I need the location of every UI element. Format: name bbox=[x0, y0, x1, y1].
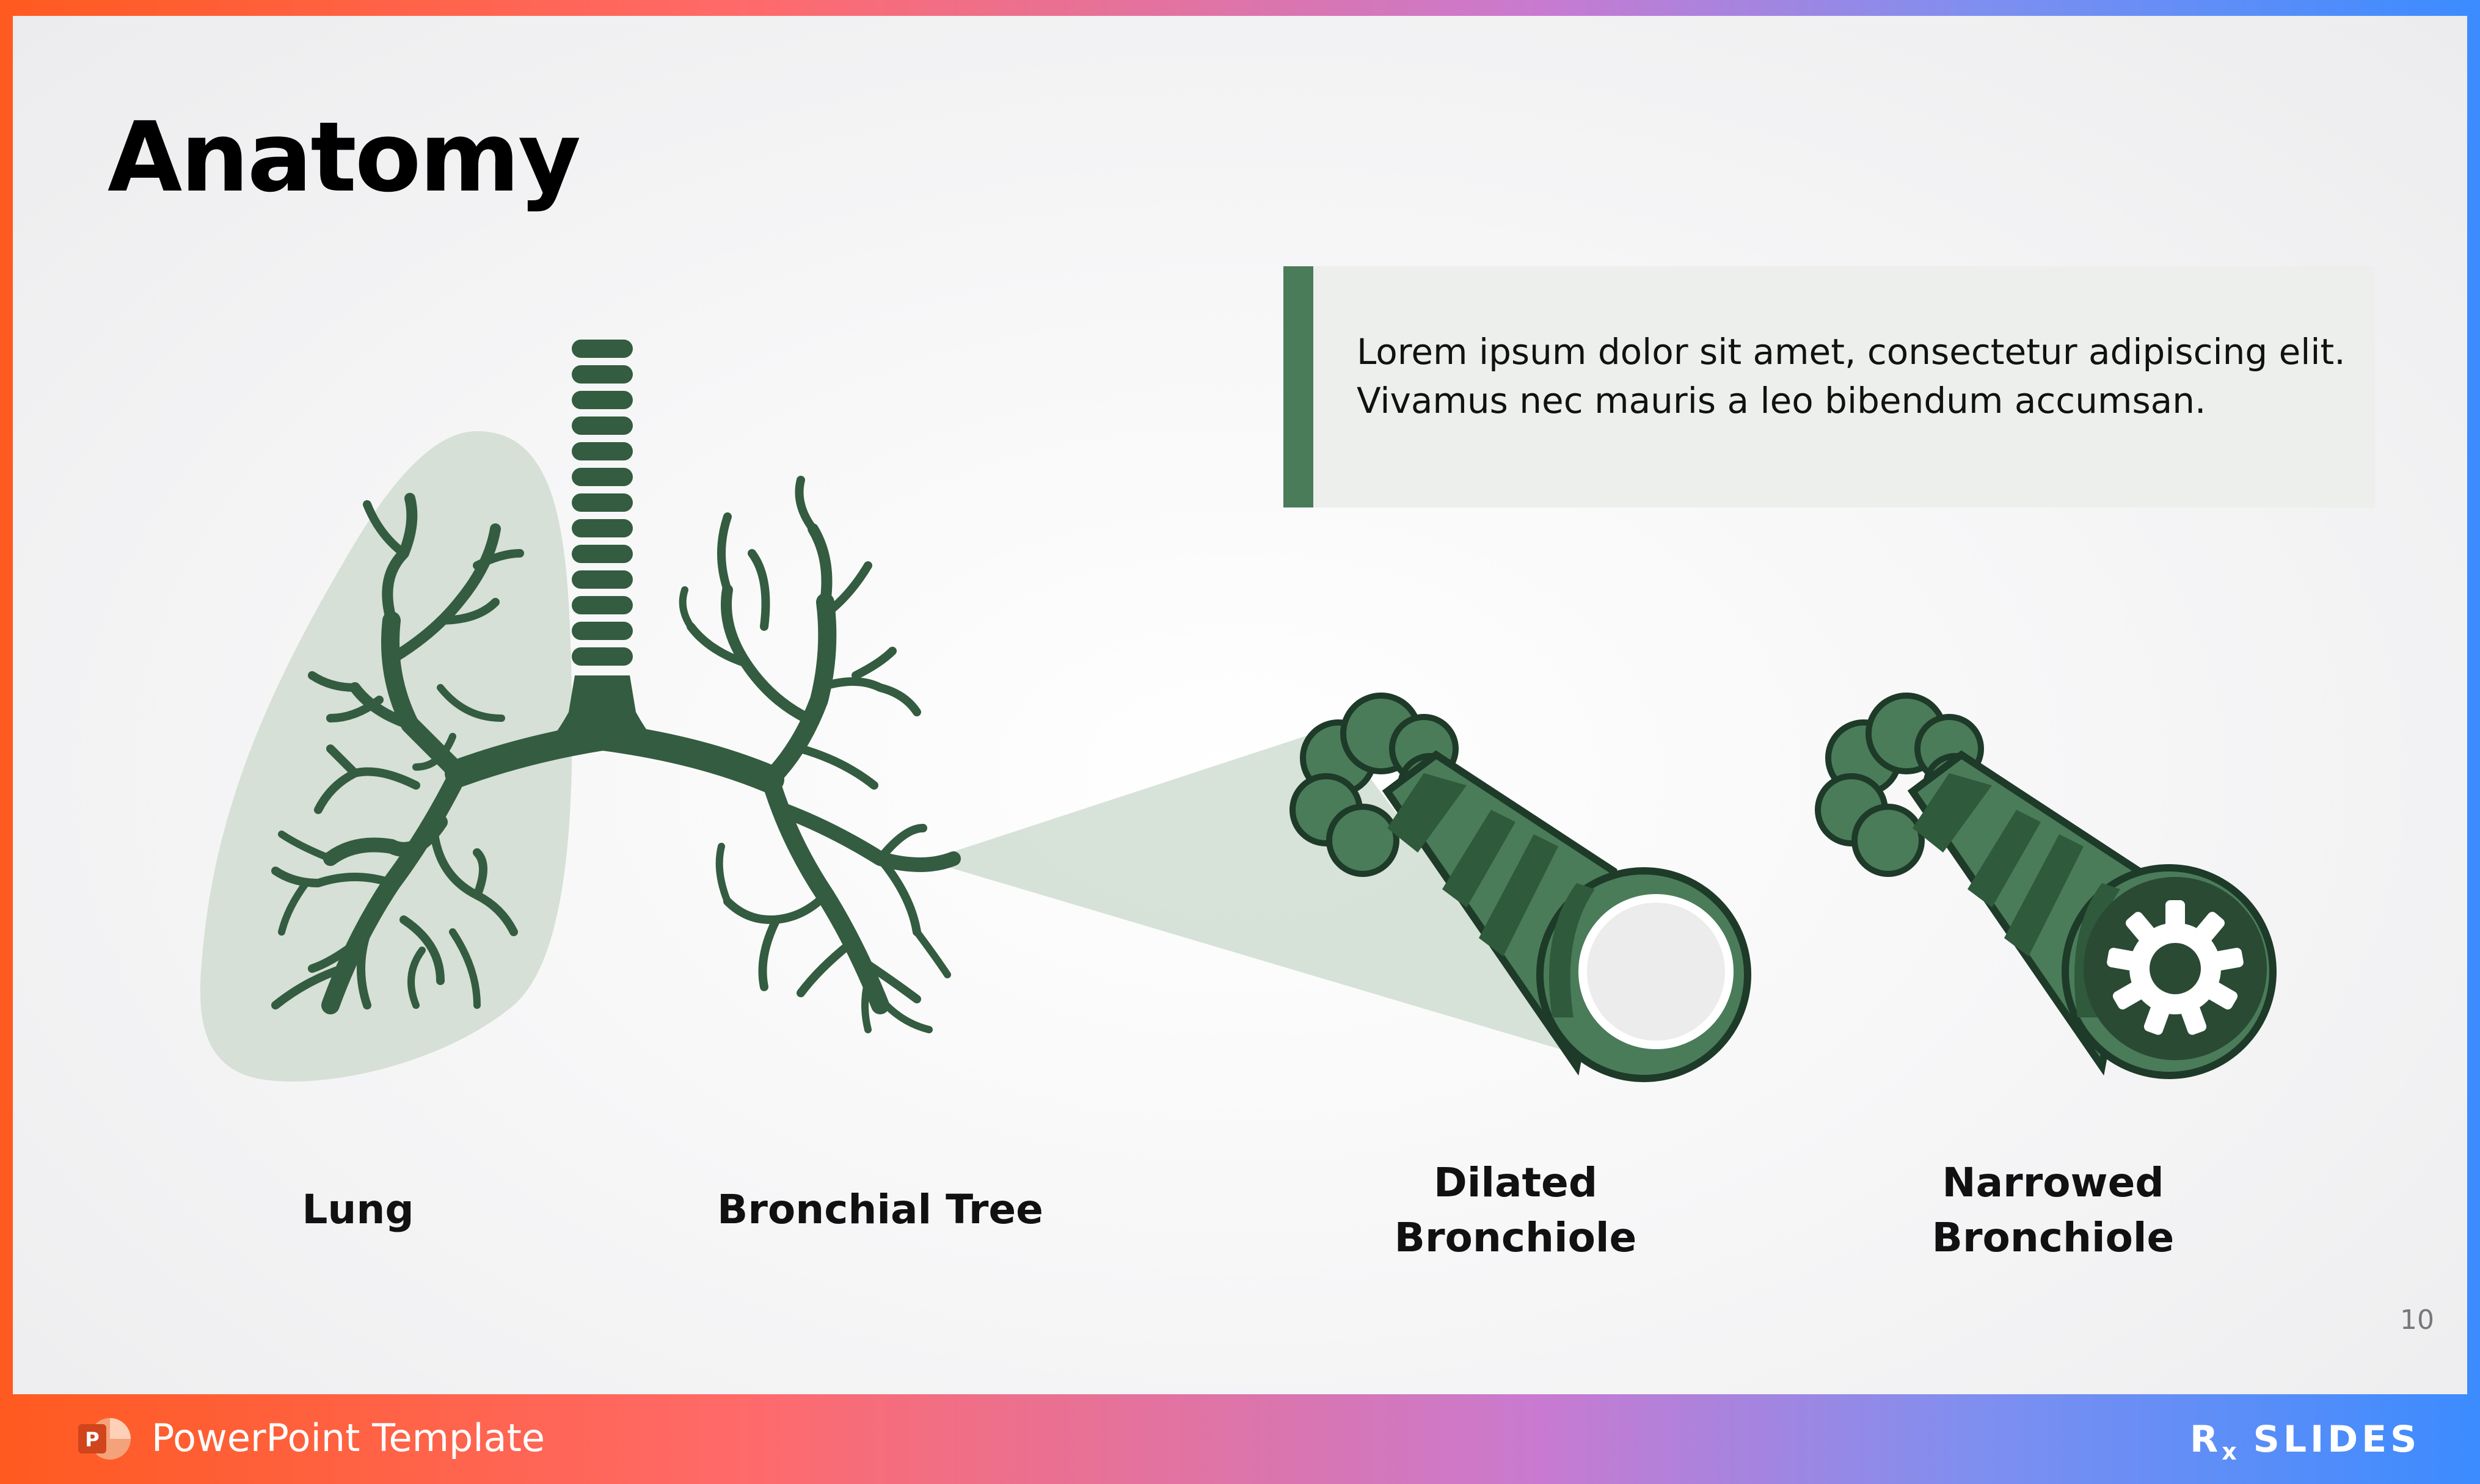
dilated-label-line2: Bronchiole bbox=[1314, 1210, 1717, 1265]
narrowed-bronchiole-label: Narrowed Bronchiole bbox=[1845, 1155, 2261, 1265]
page-number: 10 bbox=[2400, 1304, 2434, 1336]
svg-text:P: P bbox=[85, 1428, 99, 1451]
dilated-lumen bbox=[1583, 898, 1729, 1045]
footer-template-label: PowerPoint Template bbox=[151, 1416, 545, 1460]
dilated-label-line1: Dilated bbox=[1314, 1155, 1717, 1210]
dilated-bronchiole-label: Dilated Bronchiole bbox=[1314, 1155, 1717, 1265]
slide: Anatomy Lorem ipsum dolor sit amet, cons… bbox=[13, 16, 2467, 1394]
rxslides-logo: Rx SLIDES bbox=[2190, 1418, 2420, 1465]
narrowed-bronchiole bbox=[1818, 696, 2273, 1075]
narrowed-label-line2: Bronchiole bbox=[1845, 1210, 2261, 1265]
narrowed-label-line1: Narrowed bbox=[1845, 1155, 2261, 1210]
powerpoint-icon: P bbox=[73, 1414, 134, 1463]
bronchial-tree-label: Bronchial Tree bbox=[673, 1182, 1088, 1237]
lung-label: Lung bbox=[221, 1182, 495, 1237]
